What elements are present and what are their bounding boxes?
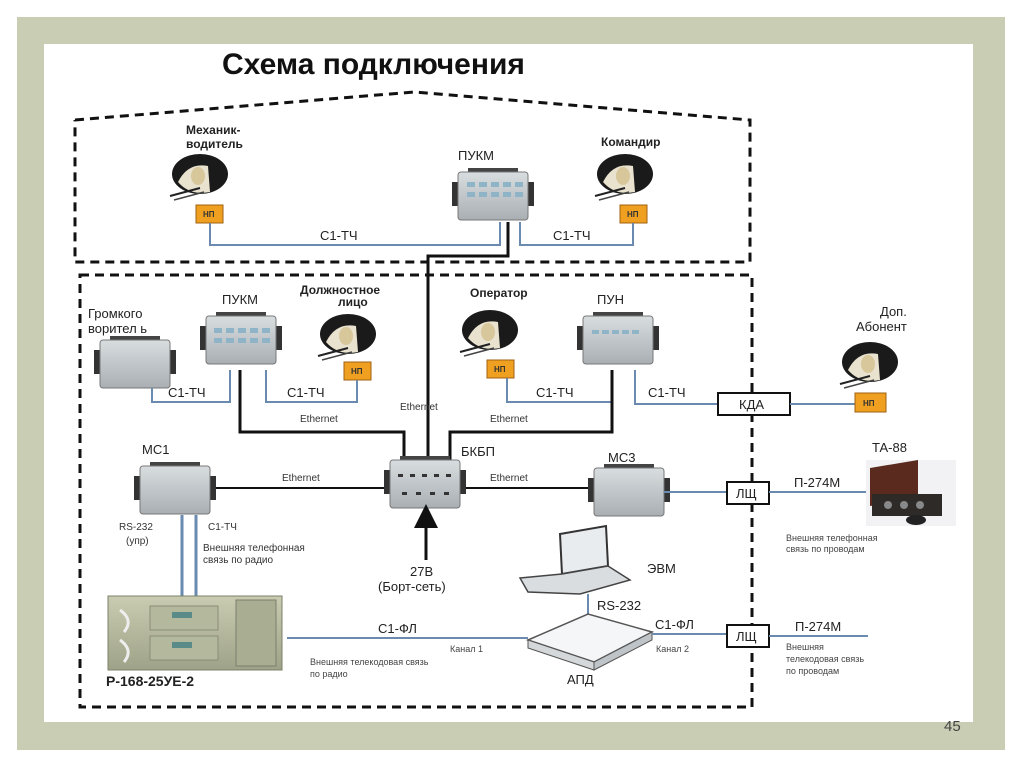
ta88-desc-1: Внешняя телефонная — [786, 533, 878, 543]
pun-keys — [592, 330, 639, 334]
np-box-operator — [486, 359, 515, 379]
laptop-icon — [518, 524, 632, 595]
mc1-label: МС1 — [142, 442, 169, 457]
pun-label: ПУН — [597, 292, 624, 307]
field-telephone-icon — [866, 460, 956, 526]
pukm-label: ПУКМ — [222, 292, 258, 307]
computer-label: ЭВМ — [647, 561, 676, 576]
np-label: НП — [863, 399, 875, 408]
link-label: С1-ТЧ — [536, 385, 574, 400]
link-mechanic-pukm — [209, 222, 501, 246]
power-label-2: (Борт-сеть) — [378, 579, 446, 594]
pukm-top-keys — [467, 182, 523, 197]
ethernet-label: Ethernet — [400, 402, 438, 413]
mc1-unit-icon — [133, 461, 217, 515]
mechanic-driver-label-2: водитель — [186, 137, 243, 151]
page-number: 45 — [944, 718, 961, 735]
c1tch-label: С1-ТЧ — [208, 522, 237, 533]
headset-helmet-icon — [839, 341, 899, 389]
mc3-label: МС3 — [608, 450, 635, 465]
p274m-label-2: П-274М — [795, 619, 841, 634]
extra-subscriber-label-1: Доп. — [880, 304, 907, 319]
radio-desc-2: по радио — [310, 669, 348, 679]
c1fl-label-1: С1-ФЛ — [378, 621, 417, 636]
official-label-2: лицо — [338, 295, 368, 309]
link-label: С1-ТЧ — [287, 385, 325, 400]
pukm-top-label: ПУКМ — [458, 148, 494, 163]
bkbp-label: БКБП — [461, 444, 495, 459]
ethernet-trunk-top — [426, 222, 510, 460]
headset-helmet-icon — [317, 313, 377, 361]
radio-label: Р-168-25УЕ-2 — [106, 673, 194, 689]
lsch-label-2: ЛЩ — [736, 629, 757, 644]
link-label: С1-ТЧ — [553, 228, 591, 243]
np-label: НП — [351, 367, 363, 376]
mc3-unit-icon — [587, 463, 671, 517]
rs232-label: RS-232 — [119, 522, 153, 533]
p274m-label-1: П-274М — [794, 475, 840, 490]
computer-rs232-label: RS-232 — [597, 598, 641, 613]
radio-station-icon — [107, 595, 283, 671]
radio-desc-1: Внешняя телекодовая связь — [310, 657, 429, 667]
ta88-desc-2: связь по проводам — [786, 544, 865, 554]
apd-c1fl-label: С1-ФЛ — [655, 617, 694, 632]
kda-label: КДА — [739, 397, 764, 412]
ethernet-label: Ethernet — [300, 414, 338, 425]
mechanic-driver-label-1: Механик- — [186, 123, 241, 137]
link-loudspeaker-pukm — [151, 370, 231, 403]
power-label-1: 27В — [410, 564, 433, 579]
np-label: НП — [627, 210, 639, 219]
link-label: С1-ТЧ — [648, 385, 686, 400]
official-label-1: Должностное — [300, 283, 380, 297]
link-commander-pukm — [519, 222, 634, 246]
ethernet-pun-bkbp — [448, 370, 614, 460]
bkbp-unit-icon — [383, 455, 467, 509]
commander-label: Командир — [601, 135, 660, 149]
np-label: НП — [494, 365, 506, 374]
pukm-keys — [214, 328, 270, 343]
extra-subscriber-label-2: Абонент — [856, 319, 907, 334]
upr-label: (упр) — [126, 536, 149, 547]
wire-desc-1: Внешняя — [786, 642, 824, 652]
headset-helmet-icon — [459, 309, 519, 357]
slide-title: Схема подключения — [222, 48, 525, 81]
link-label: С1-ТЧ — [168, 385, 206, 400]
loudspeaker-label-2: ворител ь — [88, 321, 147, 336]
np-box-extra — [854, 392, 887, 413]
operator-label: Оператор — [470, 286, 528, 300]
top-zone-border — [73, 90, 752, 264]
modem-apd-icon — [525, 613, 655, 671]
lsch-label-1: ЛЩ — [736, 486, 757, 501]
link-label: С1-ТЧ — [320, 228, 358, 243]
ethernet-pukm-bkbp — [238, 370, 406, 460]
control-unit-icon — [576, 311, 660, 365]
link-pukm-official — [265, 370, 358, 403]
apd-label: АПД — [567, 672, 594, 687]
ethernet-label: Ethernet — [282, 473, 320, 484]
headset-helmet-icon — [169, 153, 229, 201]
mc1-desc-1: Внешняя телефонная — [203, 542, 305, 554]
bkbp-ports — [398, 474, 451, 495]
wire-desc-2: телекодовая связь — [786, 654, 864, 664]
wire-desc-3: по проводам — [786, 666, 839, 676]
channel-2-label: Канал 2 — [656, 644, 689, 654]
np-label: НП — [203, 210, 215, 219]
loudspeaker-unit-icon — [93, 335, 177, 389]
headset-helmet-icon — [594, 153, 654, 201]
link-pun-kda — [634, 370, 718, 405]
ta88-label: ТА-88 — [872, 440, 907, 455]
loudspeaker-label-1: Громкого — [88, 306, 142, 321]
ethernet-label: Ethernet — [490, 473, 528, 484]
ethernet-label: Ethernet — [490, 414, 528, 425]
channel-1-label: Канал 1 — [450, 644, 483, 654]
mc1-desc-2: связь по радио — [203, 555, 273, 566]
